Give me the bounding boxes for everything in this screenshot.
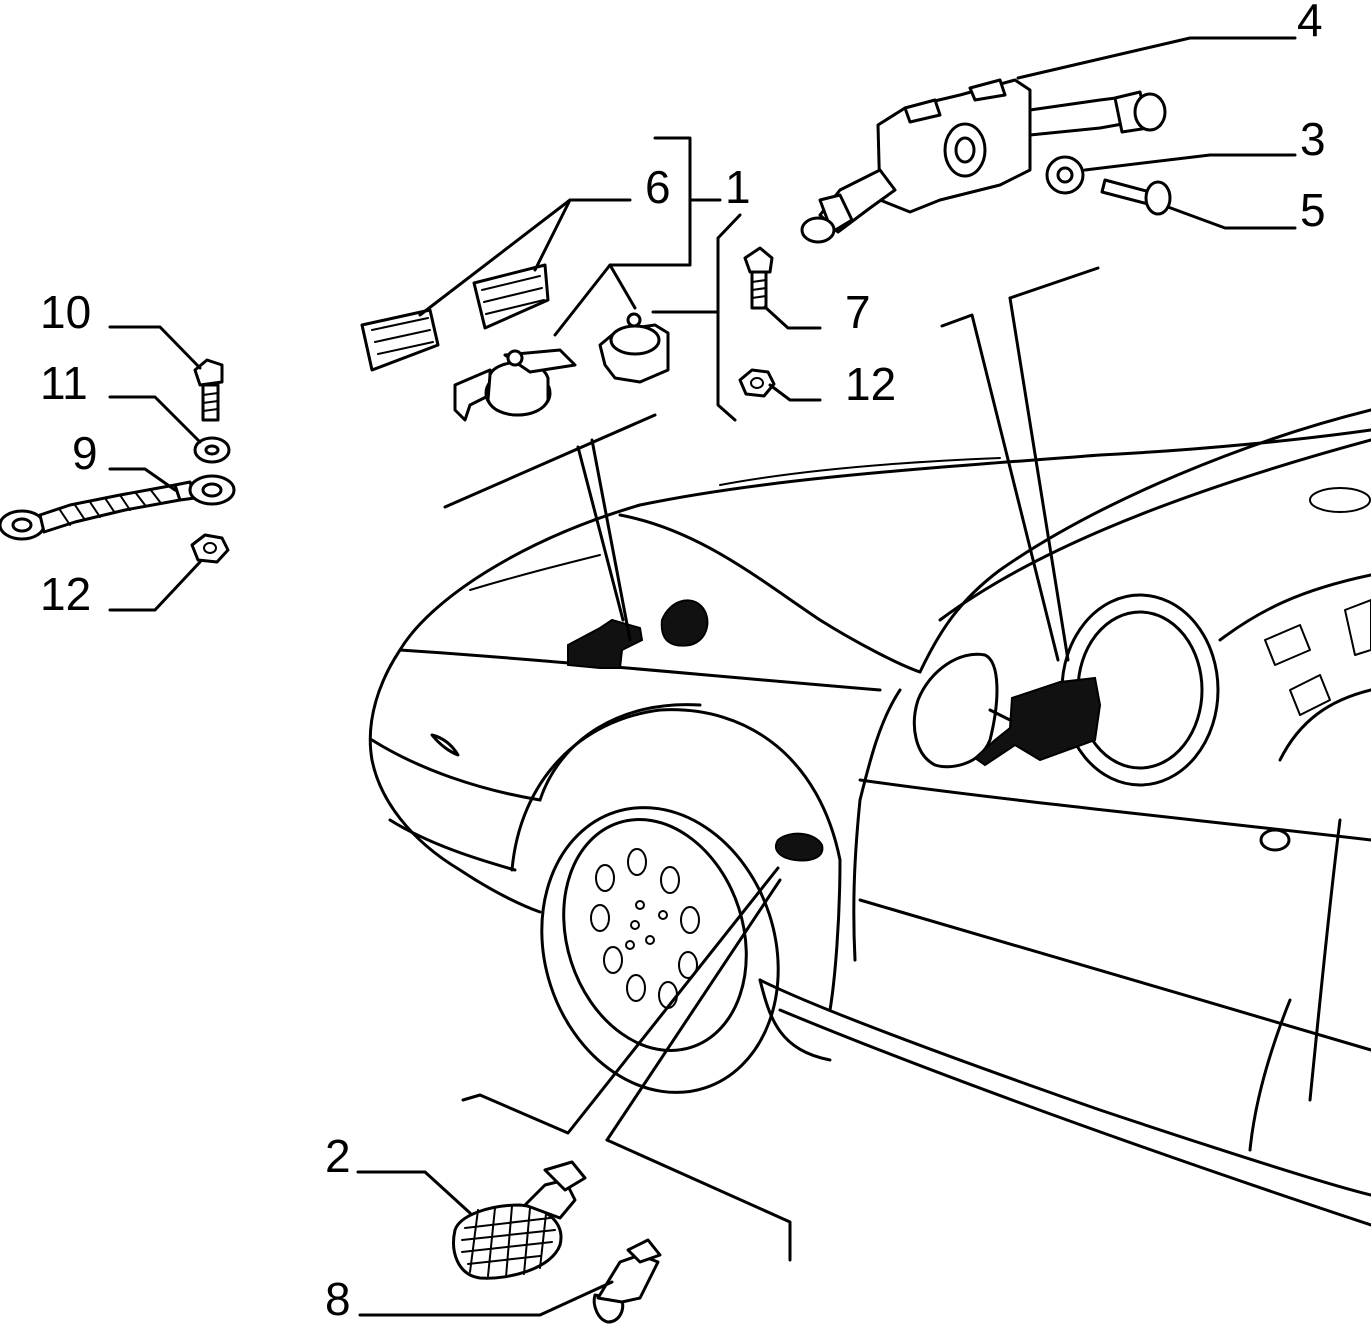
callout-12-upper: 12	[845, 358, 896, 410]
steering-column-switch	[800, 78, 1167, 244]
nut-part-12-upper	[738, 368, 776, 398]
callout-10: 10	[40, 286, 91, 338]
leader-lines	[108, 36, 1297, 1317]
horn-part-1	[453, 312, 670, 422]
callout-2: 2	[325, 1130, 351, 1182]
screw-part-5	[1100, 178, 1172, 216]
callout-labels: 4 3 5 6 1 7 12 10 11 9 12 2 8	[40, 0, 1326, 1325]
pad-parts-6	[360, 263, 550, 372]
callout-8: 8	[325, 1273, 351, 1325]
side-repeater-part-2	[452, 1160, 587, 1280]
callout-7: 7	[845, 286, 871, 338]
washer-part-3	[1045, 155, 1085, 195]
callout-1: 1	[725, 161, 751, 213]
callout-9: 9	[72, 427, 98, 479]
callout-6: 6	[645, 161, 671, 213]
installed-parts-silhouettes	[567, 599, 1102, 862]
callout-3: 3	[1300, 113, 1326, 165]
car-body-outline	[368, 408, 1371, 1227]
bolt-part-10	[193, 358, 224, 422]
bolt-part-7	[743, 246, 774, 310]
callout-4: 4	[1297, 0, 1323, 46]
callout-5: 5	[1300, 184, 1326, 236]
callout-12-lower: 12	[40, 568, 91, 620]
callout-11: 11	[40, 357, 88, 409]
ground-strap-part-9	[0, 474, 236, 541]
washer-part-11	[193, 436, 231, 464]
wheel-holes	[590, 848, 700, 1009]
nut-part-12-lower	[190, 533, 230, 564]
bulb-part-8	[592, 1238, 662, 1324]
